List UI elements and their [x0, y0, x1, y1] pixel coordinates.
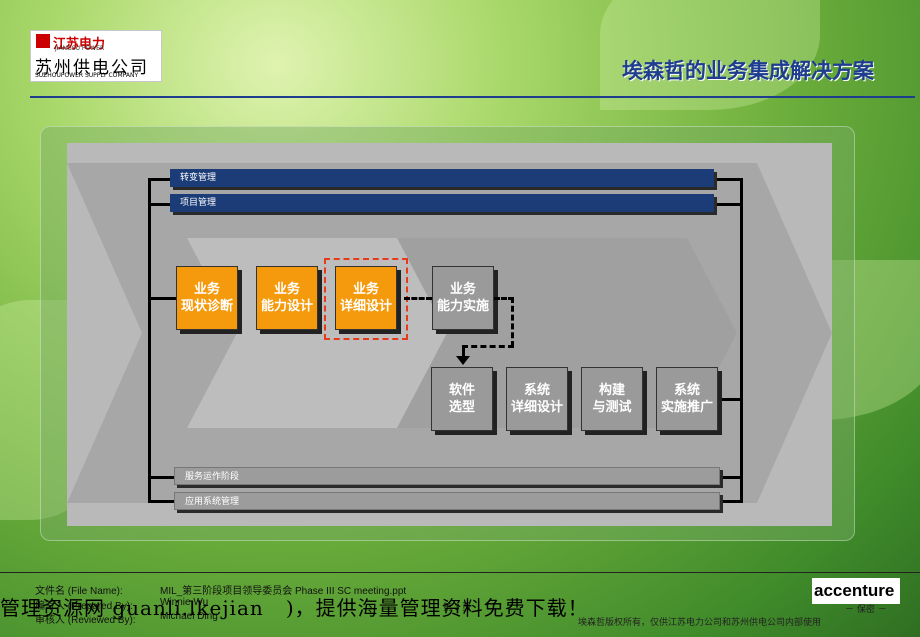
dashed-connector	[404, 297, 432, 300]
connector	[148, 500, 174, 503]
logo-top-text: 江苏电力	[53, 37, 106, 52]
connector	[148, 297, 176, 300]
header-divider	[30, 96, 915, 98]
bar-application-management: 应用系统管理	[174, 492, 720, 510]
prepared-by-label: 编写人 (Prepared By):	[35, 601, 133, 612]
footer-divider	[0, 572, 920, 573]
page-number: 第 3 页	[443, 602, 472, 612]
power-logo-icon	[36, 34, 50, 48]
watermark-overlay-text: 管理资源网 guanli.lkejian )，提供海量管理资料免费下载！	[0, 596, 589, 620]
reviewed-by-value: Michael Ding	[160, 611, 218, 622]
connector	[718, 398, 742, 401]
box-business-detailed-design: 业务 详细设计	[335, 266, 397, 330]
box-system-detailed-design: 系统 详细设计	[506, 367, 568, 431]
file-name-label: 文件名 (File Name):	[35, 586, 123, 597]
company-logo: 江苏电力 JIANGSU POWER 苏州供电公司 SUZHOUPOWER SU…	[30, 30, 162, 82]
box-business-capability-design: 业务 能力设计	[256, 266, 318, 330]
frame-left	[148, 178, 151, 503]
dashed-connector	[462, 345, 465, 357]
dashed-connector	[511, 297, 514, 347]
connector	[148, 476, 174, 479]
connector	[722, 500, 742, 503]
connector	[716, 178, 742, 181]
copyright-notice: 埃森哲版权所有，仅供江苏电力公司和苏州供电公司内部使用	[578, 618, 822, 628]
confidential-label: － 保密 －	[845, 605, 887, 615]
reviewed-by-label: 审核人 (Reviewed By):	[35, 615, 136, 626]
logo-english-name: SUZHOUPOWER SUPPLY COMPANY	[35, 72, 139, 79]
prepared-by-value: Winnie Wu	[160, 597, 209, 608]
logo-sub-text: JIANGSU POWER	[55, 45, 105, 52]
file-name-value: MIL_第三阶段项目领导委员会 Phase III SC meeting.ppt	[160, 586, 407, 597]
arrow-down-icon	[456, 356, 470, 365]
connector	[148, 178, 170, 181]
frame-right	[740, 178, 743, 503]
box-system-rollout: 系统 实施推广	[656, 367, 718, 431]
box-business-diagnosis: 业务 现状诊断	[176, 266, 238, 330]
bar-project-management: 项目管理	[170, 194, 714, 212]
connector	[716, 203, 742, 206]
bar-transformation-management: 转变管理	[170, 169, 714, 187]
dashed-connector	[494, 297, 514, 300]
connector	[148, 203, 170, 206]
box-build-and-test: 构建 与测试	[581, 367, 643, 431]
accenture-logo: accenture	[812, 578, 900, 604]
connector	[722, 476, 742, 479]
dashed-connector	[462, 345, 514, 348]
logo-company-name: 苏州供电公司	[35, 58, 149, 78]
page-title: 埃森哲的业务集成解决方案	[622, 59, 874, 83]
bar-service-operation: 服务运作阶段	[174, 467, 720, 485]
box-software-selection: 软件 选型	[431, 367, 493, 431]
box-business-capability-implementation: 业务 能力实施	[432, 266, 494, 330]
